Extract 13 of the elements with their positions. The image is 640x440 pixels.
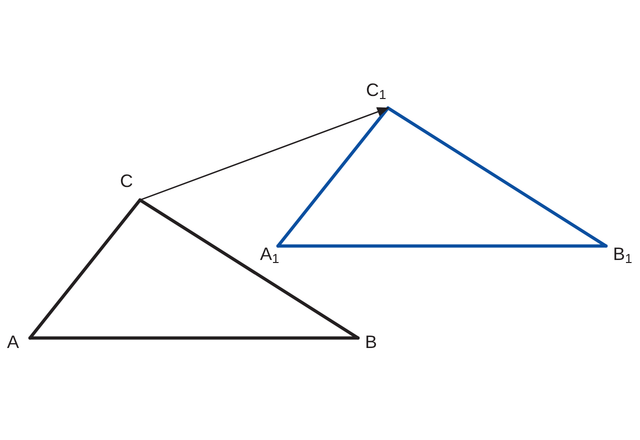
triangle-side xyxy=(276,244,608,248)
vertex-label: A xyxy=(7,332,20,352)
triangle-side xyxy=(386,106,608,248)
vertex-label: B xyxy=(365,332,378,352)
triangle-side xyxy=(28,198,142,340)
vertex-label: A$_{1}$ xyxy=(260,244,280,264)
triangle-side xyxy=(28,336,360,340)
vertex-label: C xyxy=(120,171,133,191)
triangle-side xyxy=(138,198,360,340)
triangle-side xyxy=(276,106,390,248)
vertex-label: B$_{1}$ xyxy=(613,244,632,264)
vertex-label: C$_{1}$ xyxy=(366,80,386,100)
vector-arrow xyxy=(139,107,390,201)
